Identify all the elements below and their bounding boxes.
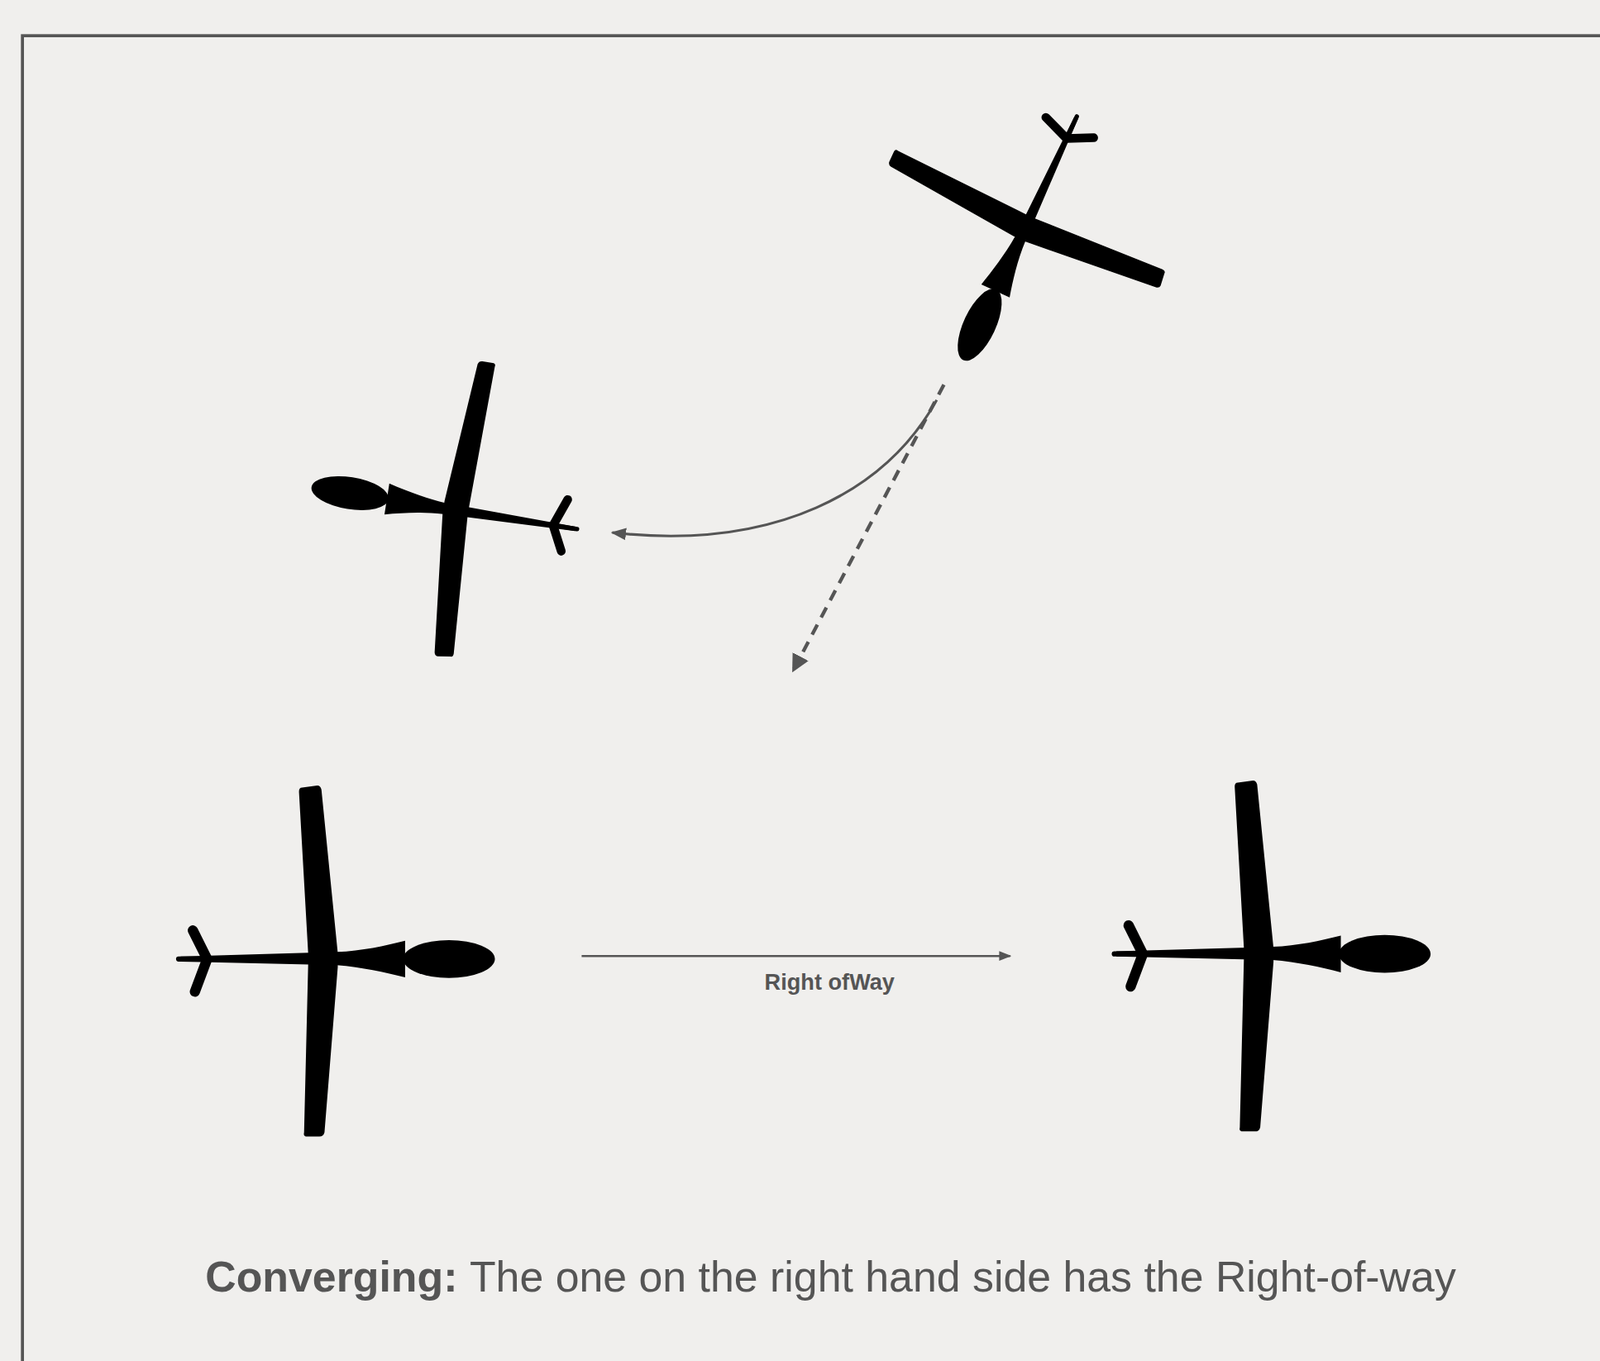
glider-symbol bbox=[288, 338, 602, 675]
caption-text: The one on the right hand side has the R… bbox=[469, 1252, 1457, 1301]
arrow-label: Right ofWay bbox=[574, 969, 1085, 996]
caption-lead: Converging: bbox=[205, 1252, 458, 1301]
glider-symbol bbox=[178, 785, 496, 1137]
original-path-arrow bbox=[793, 384, 944, 669]
frame-border bbox=[22, 35, 1600, 1361]
glider-symbol bbox=[826, 52, 1210, 423]
caption-line: Converging:The one on the right hand sid… bbox=[40, 1252, 1600, 1302]
heading-arrow bbox=[581, 955, 1010, 957]
turn-path-arrow bbox=[611, 400, 937, 536]
glider-symbol bbox=[1114, 780, 1432, 1132]
